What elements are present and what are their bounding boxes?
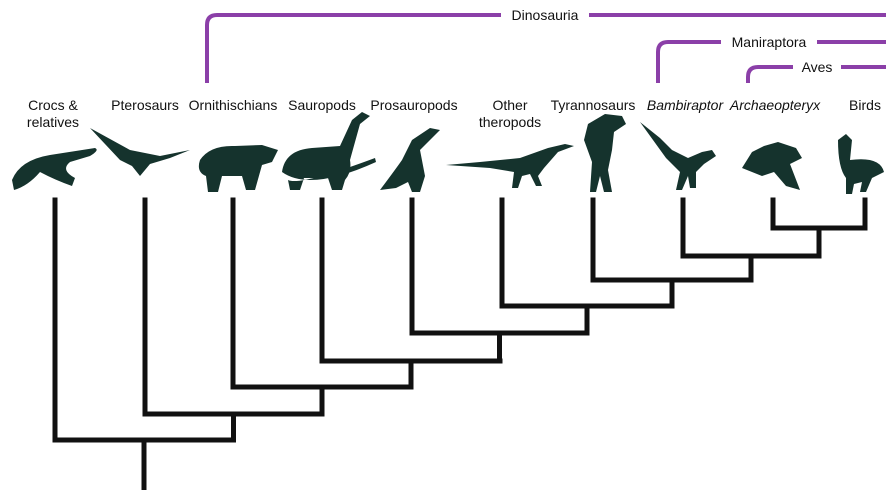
taxon-label: Prosauropods [370, 97, 457, 113]
taxon-label: Tyrannosaurs [551, 97, 636, 113]
taxon-labels: Crocs &relatives Pterosaurs Ornithischians… [27, 97, 881, 130]
taxon-label: Archaeopteryx [729, 97, 821, 113]
taxon-label: relatives [27, 114, 79, 130]
clade-bracket-line [207, 15, 501, 83]
taxon-silhouettes [12, 112, 884, 194]
taxon-label: Pterosaurs [111, 97, 179, 113]
pterosaur-silhouette-icon [90, 128, 190, 176]
taxon-label: Bambiraptor [647, 97, 725, 113]
clade-label-maniraptora: Maniraptora [732, 34, 807, 50]
prosauropod-silhouette-icon [380, 128, 440, 192]
clade-bracket-line [748, 67, 793, 83]
bird-silhouette-icon [838, 134, 884, 194]
taxon-label: Crocs & [28, 97, 78, 113]
taxon-label: theropods [479, 114, 541, 130]
clade-label-dinosauria: Dinosauria [512, 7, 579, 23]
taxon-label: Ornithischians [189, 97, 278, 113]
taxon-label: Birds [849, 97, 881, 113]
taxon-label: Other [492, 97, 527, 113]
crocodile-silhouette-icon [12, 148, 97, 190]
archaeopteryx-silhouette-icon [742, 142, 802, 190]
triceratops-silhouette-icon [199, 145, 278, 192]
clade-label-aves: Aves [802, 59, 833, 75]
theropod-silhouette-icon [446, 144, 574, 188]
clade-bracket-line [658, 42, 721, 83]
taxon-label: Sauropods [288, 97, 356, 113]
sauropod-silhouette-icon [282, 112, 376, 190]
tree-branches [55, 200, 865, 490]
bambiraptor-silhouette-icon [640, 122, 716, 190]
tyrannosaur-silhouette-icon [584, 114, 626, 192]
